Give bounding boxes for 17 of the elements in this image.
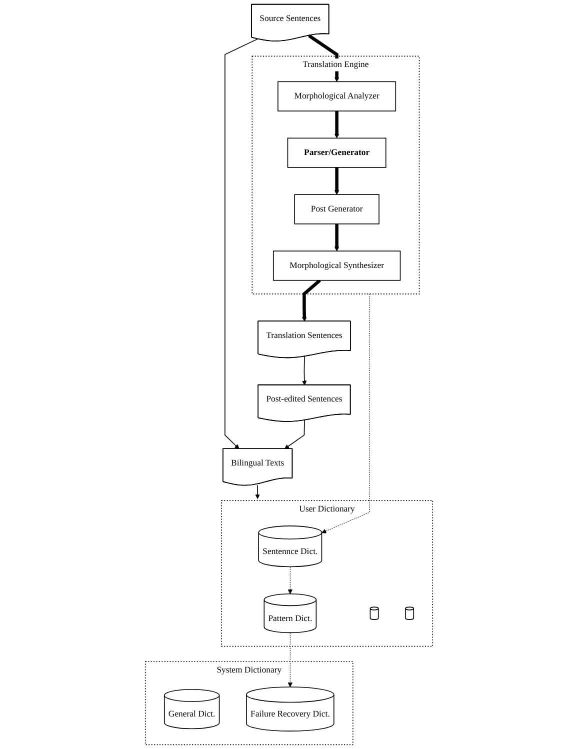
arrow (322, 294, 370, 534)
arrow (334, 167, 340, 195)
arrow (334, 224, 340, 252)
node-box: Post Generator (294, 194, 380, 224)
arrow (284, 420, 305, 450)
arrow (302, 356, 307, 386)
arrow (288, 632, 293, 688)
arrow (288, 566, 293, 594)
node-cylinder (405, 606, 414, 620)
node-box: Parser/Generator (287, 138, 386, 168)
arrow (255, 484, 260, 500)
arrow (334, 111, 340, 138)
node-box: Morphological Analyzer (278, 81, 396, 112)
node-box: Morphological Synthesizer (272, 250, 401, 281)
node-cylinder (370, 606, 379, 620)
arrow (302, 279, 321, 322)
arrow (224, 38, 258, 450)
